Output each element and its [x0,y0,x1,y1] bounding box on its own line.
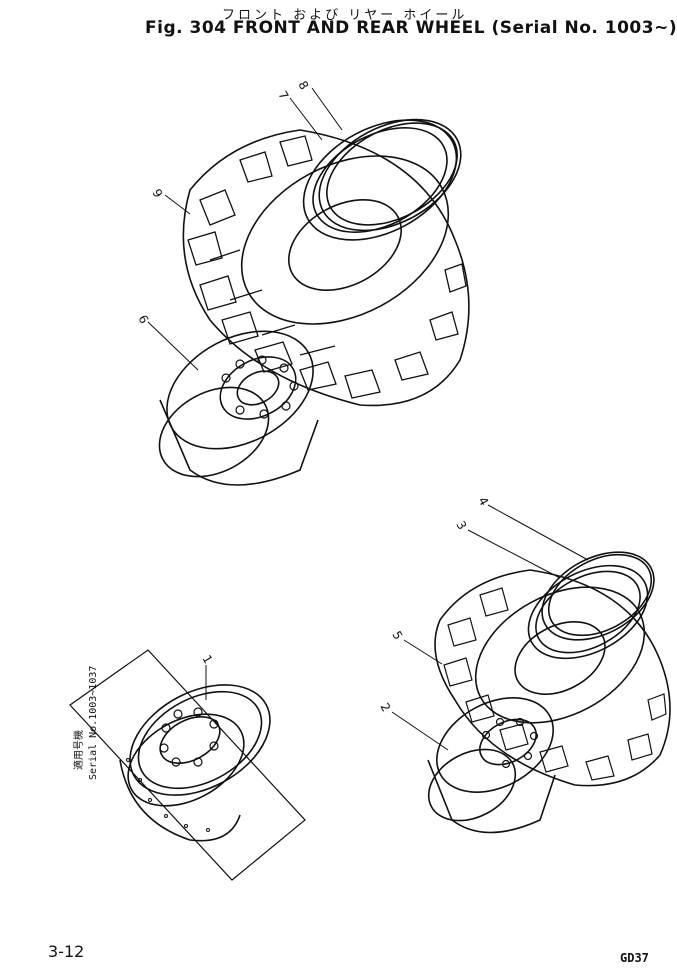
page-number: 3-12 [48,942,85,961]
upper-wheel-assembly [158,118,470,486]
inset-serial-label-jp: 適用号機 [72,730,85,770]
callout-1: 1 [199,653,215,667]
inset-serial-text: 適用号機 Serial No.1003~1037 [72,666,99,780]
callout-labels: 8 7 9 6 4 3 5 2 1 [135,79,491,715]
lock-ring-8 [318,118,462,232]
callout-5: 5 [389,629,405,643]
callout-6: 6 [135,313,151,327]
leader-lines [147,87,589,751]
rim-1 [119,684,271,842]
callout-9: 9 [149,187,165,201]
callout-2: 2 [377,701,393,715]
tire-5 [434,569,671,787]
callout-8: 8 [295,79,311,93]
lower-wheel-assembly [427,551,671,834]
inset-serial-number: Serial No.1003~1037 [88,666,99,780]
drawing-code: GD37 [620,951,649,965]
lock-ring-4 [541,551,655,641]
tire-9 [182,129,470,407]
rim-6 [158,330,319,486]
callout-7: 7 [275,89,291,103]
flange-ring-7 [302,119,458,241]
rim-2 [427,697,556,834]
figure-title: Fig. 304 FRONT AND REAR WHEEL (Serial No… [145,18,677,38]
flange-ring-3 [527,564,649,660]
serial-inset-box [69,649,306,881]
callout-3: 3 [453,519,469,533]
figure-title-japanese: フロント および リヤー ホイール [222,8,468,23]
